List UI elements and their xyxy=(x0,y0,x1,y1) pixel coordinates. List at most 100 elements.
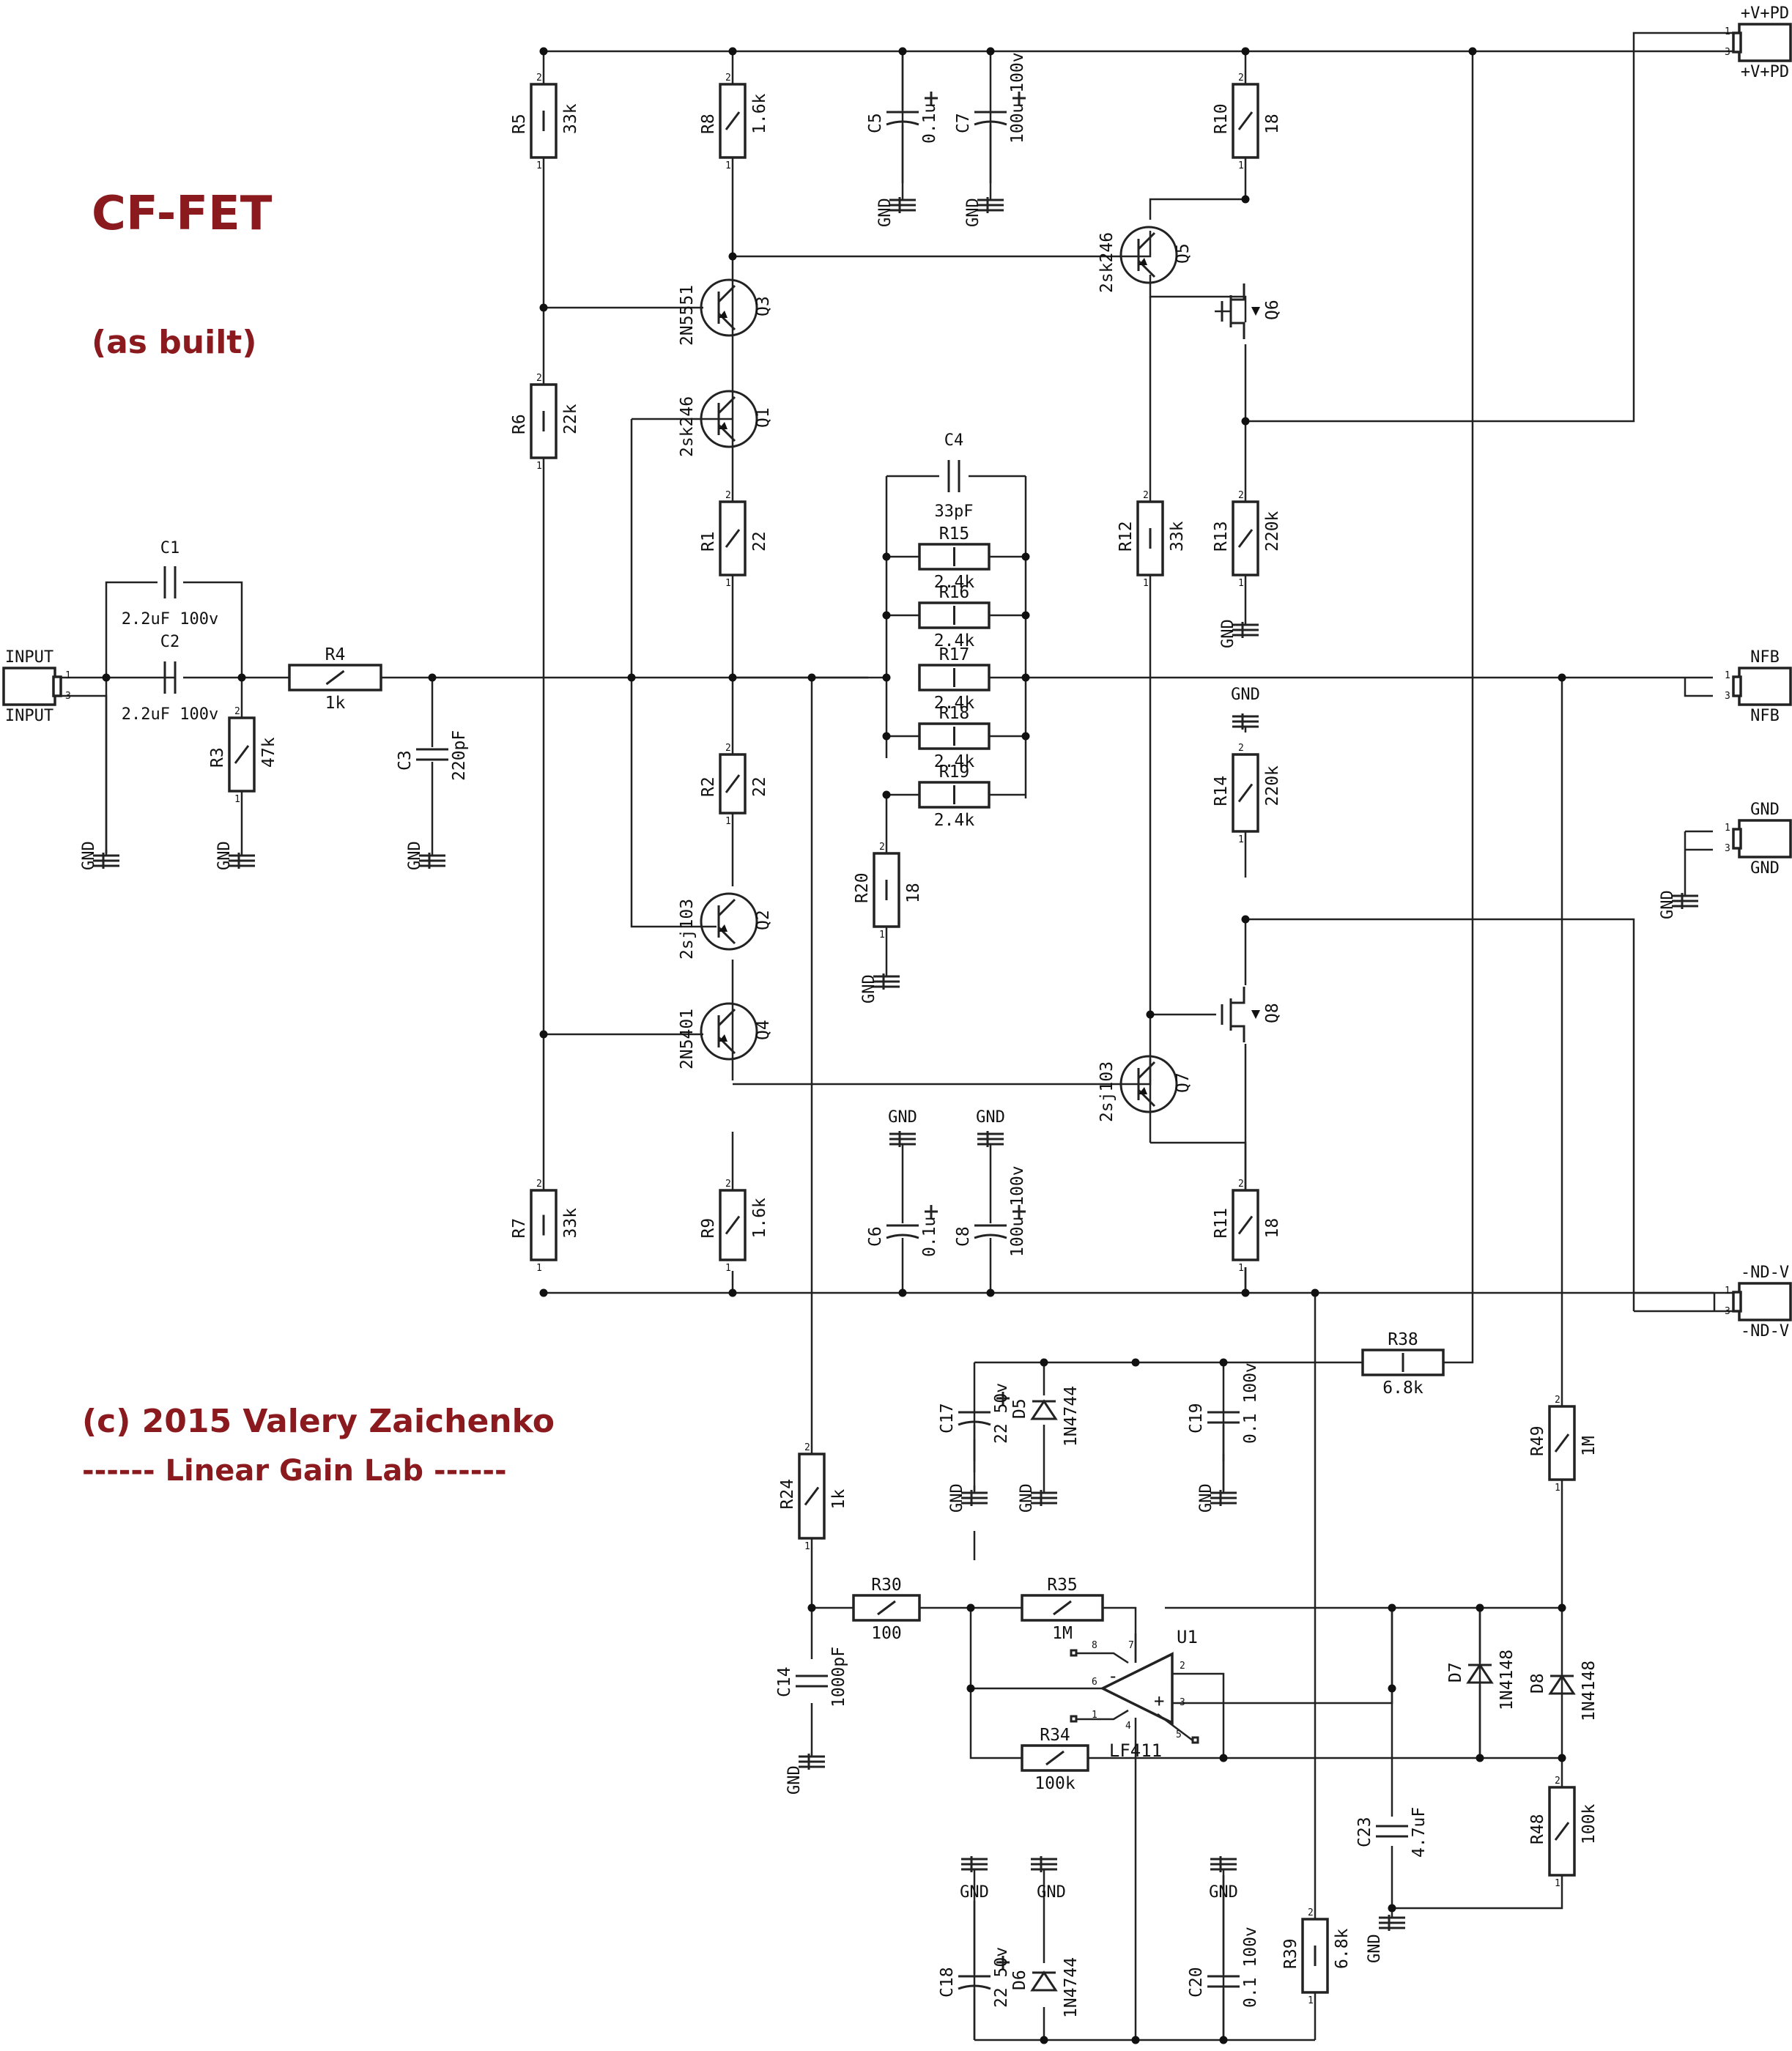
pin-number: 1 xyxy=(1725,823,1730,834)
connector-body xyxy=(1738,23,1792,62)
gnd-label: GND xyxy=(888,1108,917,1127)
resistor-slash xyxy=(1554,1434,1570,1453)
resistor-id: R8 xyxy=(699,114,718,134)
ground-symbol xyxy=(889,194,916,213)
pin-number: 2 xyxy=(234,706,240,717)
pin-number: 1 xyxy=(1725,670,1730,681)
connector--nd-v: -ND-V-ND-V13 xyxy=(1725,1264,1792,1340)
nc-pin xyxy=(1070,1715,1078,1723)
capacitor-value: 100u 100v xyxy=(1008,1165,1027,1257)
pin-number: 2 xyxy=(879,842,885,853)
mosfet-id: Q8 xyxy=(1263,1003,1282,1023)
pin-number: 1 xyxy=(536,160,542,171)
wire xyxy=(55,694,108,853)
wire xyxy=(1392,1875,1563,1910)
resistor-value: 220k xyxy=(1263,511,1282,552)
capacitor-value: 4.7uF xyxy=(1410,1807,1429,1858)
pin-number: 2 xyxy=(725,490,731,501)
diode-part: 1N4744 xyxy=(1062,1386,1081,1447)
pin-number: 2 xyxy=(1238,490,1244,501)
resistor-slash xyxy=(234,745,250,764)
pin-number: 1 xyxy=(725,816,731,827)
diode-id: D7 xyxy=(1446,1662,1465,1683)
junction-dot xyxy=(1021,552,1030,561)
resistor-value: 100k xyxy=(1034,1774,1075,1793)
mosfet-q8: Q8 xyxy=(1221,987,1282,1042)
resistor-value: 220k xyxy=(1263,765,1282,806)
connector-label: INPUT xyxy=(5,648,53,667)
wire xyxy=(1172,1608,1393,1705)
transistor-arrow xyxy=(719,1034,727,1042)
junction-dot xyxy=(1040,2036,1048,2044)
diode-body xyxy=(1466,1663,1494,1684)
resistor-value: 1M xyxy=(1580,1436,1599,1456)
wire xyxy=(1149,275,1247,322)
transistor-lead xyxy=(717,1008,736,1027)
capacitor-id: C2 xyxy=(160,633,180,651)
pin-number: 2 xyxy=(536,1179,542,1190)
resistor-slash xyxy=(725,774,741,793)
resistor-id: R13 xyxy=(1212,521,1231,552)
schematic-subtitle: (as built) xyxy=(92,324,257,361)
pin-number: 1 xyxy=(725,578,731,589)
resistor-id: R48 xyxy=(1528,1814,1547,1844)
diode-part: 1N4744 xyxy=(1062,1957,1081,2018)
transistor-body xyxy=(1119,226,1178,284)
lab-name-text: ------ Linear Gain Lab ------ xyxy=(82,1454,507,1488)
capacitor-plate-curved xyxy=(974,1234,1007,1239)
resistor-slash xyxy=(1237,783,1254,803)
junction-dot xyxy=(807,673,816,682)
pin-number: 1 xyxy=(1092,1710,1097,1721)
resistor-value: 1.6k xyxy=(750,1198,769,1239)
resistor-slash xyxy=(1237,111,1254,130)
pin-number: 7 xyxy=(1128,1640,1134,1651)
wire xyxy=(630,419,703,928)
junction-dot xyxy=(1131,2036,1140,2044)
gnd-label: GND xyxy=(785,1765,804,1795)
capacitor-id: C14 xyxy=(775,1666,794,1697)
nc-pin xyxy=(1070,1649,1078,1657)
pin-number: 1 xyxy=(536,461,542,472)
mosfet-lead xyxy=(1231,987,1245,1004)
wire xyxy=(1245,51,1635,423)
junction-dot xyxy=(986,1288,995,1297)
junction-dot xyxy=(882,673,891,682)
gnd-label: GND xyxy=(964,198,982,227)
pin-number: 1 xyxy=(725,1263,731,1274)
junction-dot xyxy=(882,790,891,799)
junction-dot xyxy=(882,732,891,741)
junction-dot xyxy=(1146,1010,1155,1019)
pin-number: 2 xyxy=(725,73,731,84)
transistor-id: Q4 xyxy=(754,1020,773,1040)
connector-label: NFB xyxy=(1750,707,1780,725)
gnd-label: GND xyxy=(1231,686,1260,704)
gnd-label: GND xyxy=(80,841,98,870)
pin-number: 2 xyxy=(536,73,542,84)
junction-dot xyxy=(539,1288,548,1297)
transistor-part: 2sj103 xyxy=(678,899,697,960)
junction-dot xyxy=(428,673,437,682)
ground-symbol xyxy=(977,1131,1004,1150)
resistor-body xyxy=(1232,500,1259,576)
capacitor-value: 100u 100v xyxy=(1008,52,1027,144)
gnd-label: GND xyxy=(1018,1483,1036,1513)
junction-dot xyxy=(966,1603,975,1612)
mosfet-diode xyxy=(1251,307,1260,316)
mosfet-q6: Q6 xyxy=(1221,283,1282,339)
junction-dot xyxy=(627,673,636,682)
resistor-value: 22 xyxy=(750,531,769,552)
resistor-value: 6.8k xyxy=(1333,1928,1352,1969)
junction-dot xyxy=(1476,1754,1484,1762)
resistor-value: 33k xyxy=(1168,521,1187,552)
transistor-arrow xyxy=(1138,258,1147,265)
resistor-slash xyxy=(1053,1600,1072,1616)
pin-number: 6 xyxy=(1092,1677,1097,1688)
